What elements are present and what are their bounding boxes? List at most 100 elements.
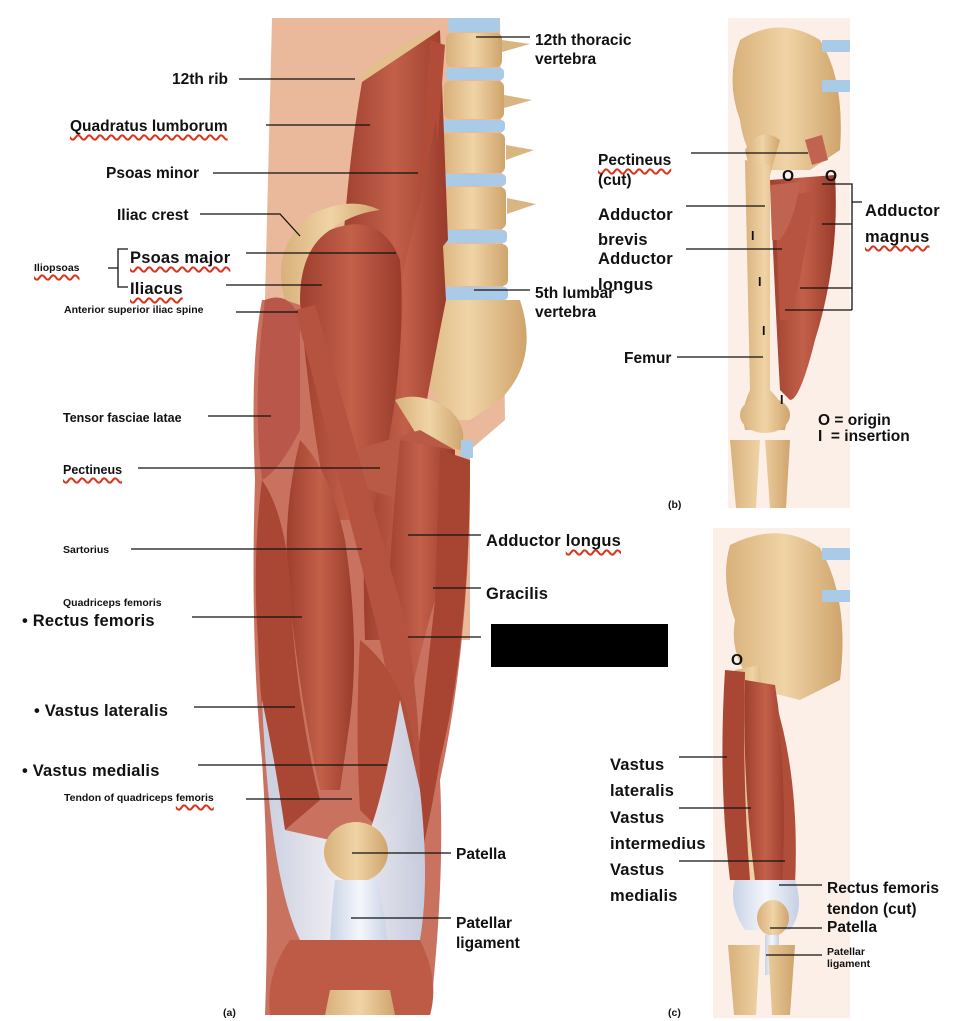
label-vastus-intermedius-c-2: intermedius [610, 835, 706, 853]
label-adductor-brevis-2: brevis [598, 231, 648, 249]
panel-c-illustration [713, 528, 850, 1018]
pectineus-cut-b [805, 135, 828, 165]
pelvis-b [732, 27, 841, 170]
label-vastus-intermedius-c: Vastus intermedius [610, 805, 706, 857]
twelfth-rib [360, 30, 440, 82]
label-pectineus: Pectineus [63, 463, 123, 477]
label-vertebra-1: vertebra [535, 51, 597, 68]
label-adductor-magnus-1: Adductor [865, 202, 940, 220]
label-vastus-medialis-c-2: medialis [610, 887, 678, 905]
tibia-top [269, 940, 434, 1015]
label-tendon-cut: tendon (cut) [827, 901, 917, 918]
label-vertebra-2: vertebra [535, 304, 597, 321]
label-vastus-lateralis-c: Vastus lateralis [610, 752, 674, 804]
vastus-lateralis [255, 480, 320, 830]
label-5th-lumbar-vertebra: 5th lumbar vertebra [535, 284, 614, 322]
label-adductor-brevis: Adductor brevis [598, 203, 673, 253]
panel-a-caption: (a) [223, 1007, 236, 1019]
label-quadriceps-tendon: Tendon of quadriceps femoris [64, 792, 214, 804]
patella-c [757, 900, 789, 936]
legend-insertion: I = insertion [818, 428, 910, 445]
label-adductor-longus-word1: Adductor [486, 532, 561, 550]
label-rectus-femoris-tendon: Rectus femoris tendon (cut) [827, 878, 939, 920]
label-tensor-fasciae-latae: Tensor fasciae latae [63, 411, 182, 425]
legend-origin: O = origin [818, 412, 891, 429]
panel-b-caption: (b) [668, 499, 682, 511]
tensor-fasciae-latae [257, 297, 300, 480]
label-sartorius: Sartorius [63, 544, 110, 556]
label-quadriceps-femoris: Quadriceps femoris [63, 597, 162, 609]
iliac-crest [280, 203, 380, 305]
label-iliopsoas: Iliopsoas [34, 262, 80, 274]
label-12th-rib: 12th rib [172, 71, 228, 88]
label-asis: Anterior superior iliac spine [64, 304, 204, 316]
marker-insertion-2: I [758, 275, 762, 289]
label-5th-lumbar: 5th lumbar [535, 285, 615, 302]
redaction-box [491, 624, 668, 667]
marker-insertion-4: I [780, 393, 784, 407]
label-vastus-medialis-c-1: Vastus [610, 861, 665, 879]
label-cut: (cut) [598, 172, 632, 189]
quadriceps-tendon [262, 700, 425, 940]
panel-a-illustration [253, 18, 536, 1015]
label-adductor-longus-b-1: Adductor [598, 250, 673, 268]
label-vastus-medialis: • Vastus medialis [22, 762, 160, 780]
vastus-intermedius-c [744, 680, 787, 880]
label-vastus-medialis-c: Vastus medialis [610, 857, 678, 909]
label-ligament: ligament [456, 935, 520, 952]
label-adductor-longus: Adductor longus [486, 532, 621, 551]
label-vastus-lateralis-c-1: Vastus [610, 756, 665, 774]
label-patellar-c: Patellar [827, 946, 865, 958]
pelvis-c [726, 533, 843, 700]
label-vastus-lateralis-c-2: lateralis [610, 782, 675, 800]
label-patella-c: Patella [827, 919, 877, 936]
label-quadratus-lumborum: Quadratus lumborum [70, 118, 228, 135]
femur-b [743, 160, 786, 430]
label-rectus-femoris: • Rectus femoris [22, 612, 155, 630]
vastus-lateralis-c [722, 670, 750, 880]
adductor-brevis-b [770, 182, 800, 240]
label-gracilis: Gracilis [486, 585, 549, 603]
label-adductor-magnus: Adductor magnus [865, 198, 940, 250]
label-femur: Femur [624, 350, 672, 367]
label-patellar-ligament: Patellar ligament [456, 914, 520, 954]
label-adductor-longus-b: Adductor longus [598, 246, 673, 298]
lumbar-spine [410, 18, 536, 420]
label-pectineus-cut: Pectineus (cut) [598, 151, 671, 191]
label-patella: Patella [456, 846, 506, 863]
label-12th-thoracic: 12th thoracic [535, 32, 632, 49]
marker-origin-2: O [825, 168, 838, 185]
label-quadriceps-tendon-text: Tendon of quadriceps [64, 792, 173, 804]
marker-insertion-1: I [751, 229, 755, 243]
label-pectineus-b: Pectineus [598, 152, 672, 169]
pubic-bone [395, 396, 464, 450]
label-adductor-magnus-2: magnus [865, 228, 930, 246]
vastus-medialis-c [775, 700, 796, 885]
label-psoas-major: Psoas major [130, 249, 231, 267]
label-adductor-brevis-1: Adductor [598, 206, 673, 224]
psoas-major [363, 120, 446, 640]
marker-insertion-3: I [762, 324, 766, 338]
label-iliac-crest: Iliac crest [117, 207, 189, 224]
label-vastus-intermedius-c-1: Vastus [610, 809, 665, 827]
marker-origin-1: O [782, 168, 795, 185]
label-patellar: Patellar [456, 915, 513, 932]
label-iliacus: Iliacus [130, 280, 183, 298]
sartorius [295, 305, 420, 790]
label-adductor-longus-b-2: longus [598, 276, 654, 294]
label-adductor-longus-word2: longus [565, 532, 622, 550]
label-vastus-lateralis: • Vastus lateralis [34, 702, 169, 720]
label-psoas-minor: Psoas minor [106, 165, 200, 182]
gracilis [405, 450, 470, 860]
panel-c-caption: (c) [668, 1007, 681, 1019]
rectus-femoris [286, 440, 354, 790]
label-rectus-femoris-c: Rectus femoris [827, 880, 939, 897]
label-quadriceps-tendon-femoris: femoris [175, 792, 214, 804]
marker-origin-c: O [731, 652, 744, 669]
label-ligament-c: ligament [827, 958, 871, 970]
leader-lines [108, 36, 862, 956]
